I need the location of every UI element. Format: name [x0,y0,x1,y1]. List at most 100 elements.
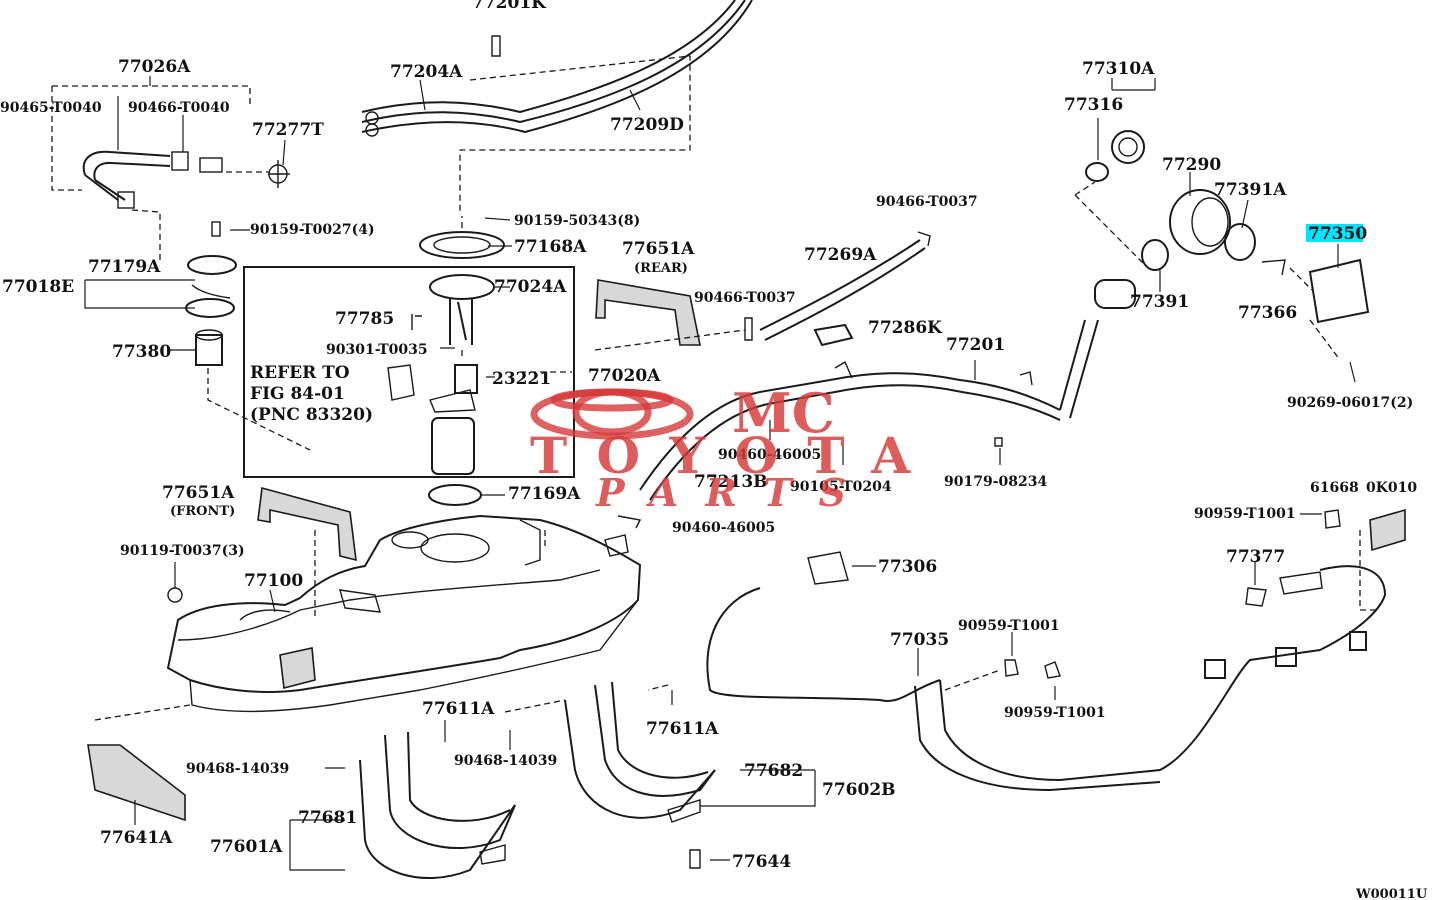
fuel-tube-assembly [361,0,753,137]
fuel-filler-cap-assembly [1085,130,1370,324]
label-77290: 77290 [1162,155,1221,175]
bracket-77026A [52,85,251,104]
label-front: (FRONT) [170,504,235,519]
label-77601A: 77601A [210,837,283,857]
label-77611A-b: 77611A [646,719,719,739]
fuel-filter-assembly [185,221,237,366]
dash-pump [461,216,572,373]
label-90959-b: 90959-T1001 [958,618,1060,634]
bolt-90119 [167,587,183,603]
label-90460-b: 90460-46005 [672,520,775,536]
label-77641A: 77641A [100,828,173,848]
label-77380: 77380 [112,342,171,362]
leader-77277 [282,139,286,166]
label-77179A: 77179A [88,257,161,277]
label-77306: 77306 [878,557,937,577]
label-77100: 77100 [244,571,303,591]
leader-tubes [419,79,641,111]
label-77209D: 77209D [610,115,684,135]
dash-cap [1074,181,1146,266]
label-90468-b: 90468-14039 [454,753,557,769]
label-corner-code: W00011U [1355,887,1428,900]
label-77169A: 77169A [508,484,581,504]
label-90269: 90269-06017(2) [1287,395,1413,411]
label-77310A: 77310A [1082,59,1155,79]
label-90460-a: 90460-46005 [718,447,821,463]
leader-cables [852,513,1322,700]
label-23221: 23221 [492,369,551,389]
label-refer-3: (PNC 83320) [250,405,373,425]
label-77020A: 77020A [588,366,661,386]
leader-77026A [117,76,184,152]
dash-tubes [459,55,691,215]
label-77269A: 77269A [804,245,877,265]
leader-pump [440,217,512,496]
label-90468-a: 90468-14039 [186,761,289,777]
label-top-cut: 77201K [472,0,547,13]
label-77018E: 77018E [2,277,74,297]
label-refer-2: FIG 84-01 [250,384,345,404]
label-77350: 77350 [1308,224,1367,244]
label-90959-c: 90959-T1001 [1004,705,1106,721]
toyota-logo [530,388,694,440]
label-77316: 77316 [1064,95,1123,115]
label-77035: 77035 [890,630,949,650]
label-77377: 77377 [1226,547,1285,567]
dash-lid [1289,267,1341,361]
label-90179: 90179-08234 [944,474,1047,490]
tank-protector [87,744,186,822]
label-77611A-a: 77611A [422,699,495,719]
label-77277: 77277T [252,120,324,140]
label-0k010: 0K010 [1366,480,1417,496]
label-90959-a: 90959-T1001 [1194,506,1296,522]
leader-filter [84,229,250,351]
label-90465: 90465-T0040 [0,100,102,116]
fuel-pump-box [243,266,575,478]
fuel-filler-lid [1308,258,1370,324]
label-77681: 77681 [298,808,357,828]
dash-bands [504,684,669,713]
label-77391A: 77391A [1214,180,1287,200]
label-77602B: 77602B [822,780,896,800]
dash-hose [594,329,746,351]
dash-filter [131,209,311,451]
label-77286K: 77286K [868,318,943,338]
leader-pipe [769,360,1356,465]
label-90105: 90105-T0204 [790,479,892,495]
highlight-77350 [1306,224,1363,242]
label-77651A-front: 77651A [162,483,235,503]
label-90159-t0027: 90159-T0027(4) [250,222,375,238]
label-77026A: 77026A [118,57,191,77]
tank-bands [359,681,716,879]
label-90159-50343: 90159-50343(8) [514,213,640,229]
label-61668: 61668 [1310,480,1359,496]
label-77682: 77682 [744,761,803,781]
label-77213B: 77213B [694,472,768,492]
cable-assembly [706,508,1406,792]
label-77785: 77785 [335,309,394,329]
bracket-77026A-left [51,86,82,191]
label-refer-1: REFER TO [250,363,350,383]
label-77651A-rear: 77651A [622,239,695,259]
leader-tank [174,562,276,613]
dash-cables [944,530,1380,691]
watermark-mc: MC [732,381,835,445]
dash-tank [314,530,546,620]
fuel-tank [166,514,642,713]
label-77366: 77366 [1238,303,1297,323]
label-90466-t0040: 90466-T0040 [128,100,230,116]
label-90466-t0037-b: 90466-T0037 [694,290,796,306]
label-90301: 90301-T0035 [326,342,428,358]
leader-bands [289,690,816,871]
dash-protector [94,704,191,721]
label-77644: 77644 [732,852,791,872]
label-90466-t0037-a: 90466-T0037 [876,194,978,210]
label-77201: 77201 [946,335,1005,355]
fuel-pump-assembly [387,231,505,506]
label-77204A: 77204A [390,62,463,82]
label-77391: 77391 [1130,292,1189,312]
label-rear: (REAR) [634,261,688,276]
label-77024A: 77024A [494,277,567,297]
